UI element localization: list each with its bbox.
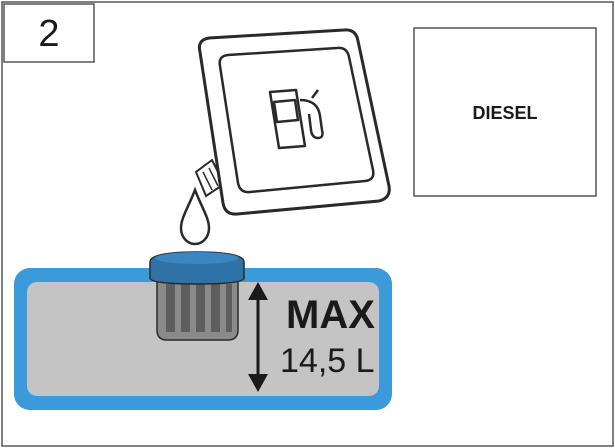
fuel-type-label: DIESEL: [472, 103, 537, 123]
fuel-pump-icon: [268, 88, 324, 150]
step-number-box: 2: [3, 3, 95, 63]
capacity-label: 14,5 L: [280, 342, 375, 380]
double-arrow-icon: [248, 282, 268, 392]
step-number: 2: [38, 13, 59, 55]
fuel-drop-icon: [179, 186, 211, 246]
filler-neck: [149, 251, 245, 341]
fuel-type-box: DIESEL: [413, 27, 597, 197]
max-label: MAX: [286, 293, 375, 337]
jerry-can-icon: [194, 28, 391, 216]
